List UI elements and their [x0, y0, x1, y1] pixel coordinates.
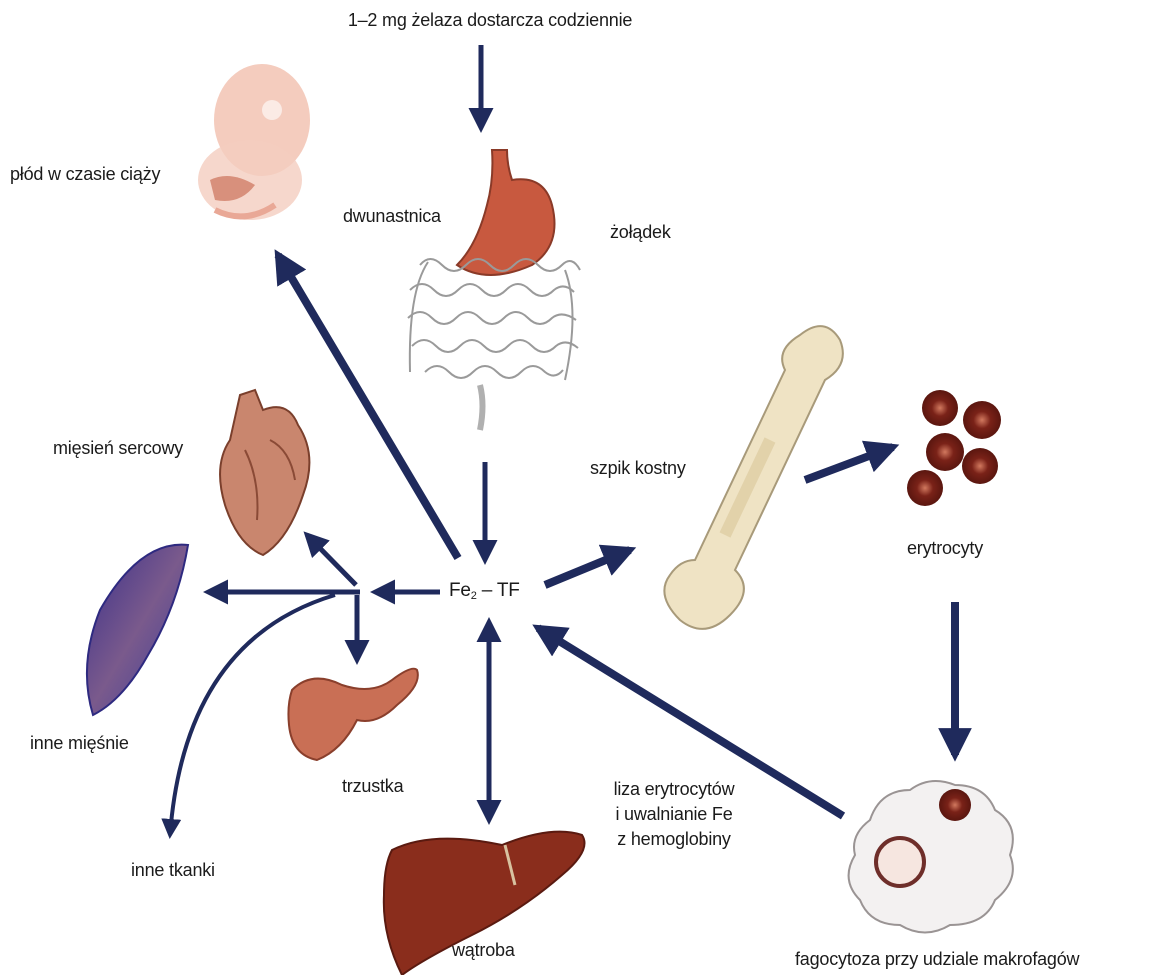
label-phagocytosis: fagocytoza przy udziale makrofagów — [795, 949, 1079, 970]
heart-illustration — [220, 390, 309, 555]
label-lysis: liza erytrocytów i uwalnianie Fe z hemog… — [614, 777, 735, 852]
intestines-illustration — [408, 259, 580, 430]
label-pancreas: trzustka — [342, 776, 403, 797]
label-fe: Fe — [449, 580, 471, 601]
label-other-muscles: inne mięśnie — [30, 733, 129, 754]
arrow-bone-to-erythrocytes — [805, 447, 893, 480]
fetus-illustration — [198, 64, 310, 220]
label-intake: 1–2 mg żelaza dostarcza codziennie — [348, 10, 632, 31]
arrow-fe-to-bone — [545, 550, 630, 585]
label-heart: mięsień sercowy — [53, 438, 183, 459]
arrow-fe-to-fetus — [278, 255, 458, 558]
label-other-tissues: inne tkanki — [131, 860, 215, 881]
stomach-illustration — [457, 150, 555, 275]
pancreas-illustration — [288, 669, 417, 760]
erythrocytes-illustration — [907, 390, 1001, 506]
label-stomach: żołądek — [610, 222, 671, 243]
label-fetus: płód w czasie ciąży — [10, 164, 160, 185]
macrophage-illustration — [849, 781, 1013, 933]
label-liver: wątroba — [452, 940, 515, 961]
label-bone-marrow: szpik kostny — [590, 458, 686, 479]
label-tf: – TF — [477, 580, 520, 601]
label-fe-tf: Fe2 – TF — [449, 580, 520, 602]
muscle-illustration — [87, 545, 188, 715]
arrow-junction-to-heart — [307, 535, 356, 585]
label-erythrocytes: erytrocyty — [907, 538, 983, 559]
label-duodenum: dwunastnica — [343, 206, 441, 227]
